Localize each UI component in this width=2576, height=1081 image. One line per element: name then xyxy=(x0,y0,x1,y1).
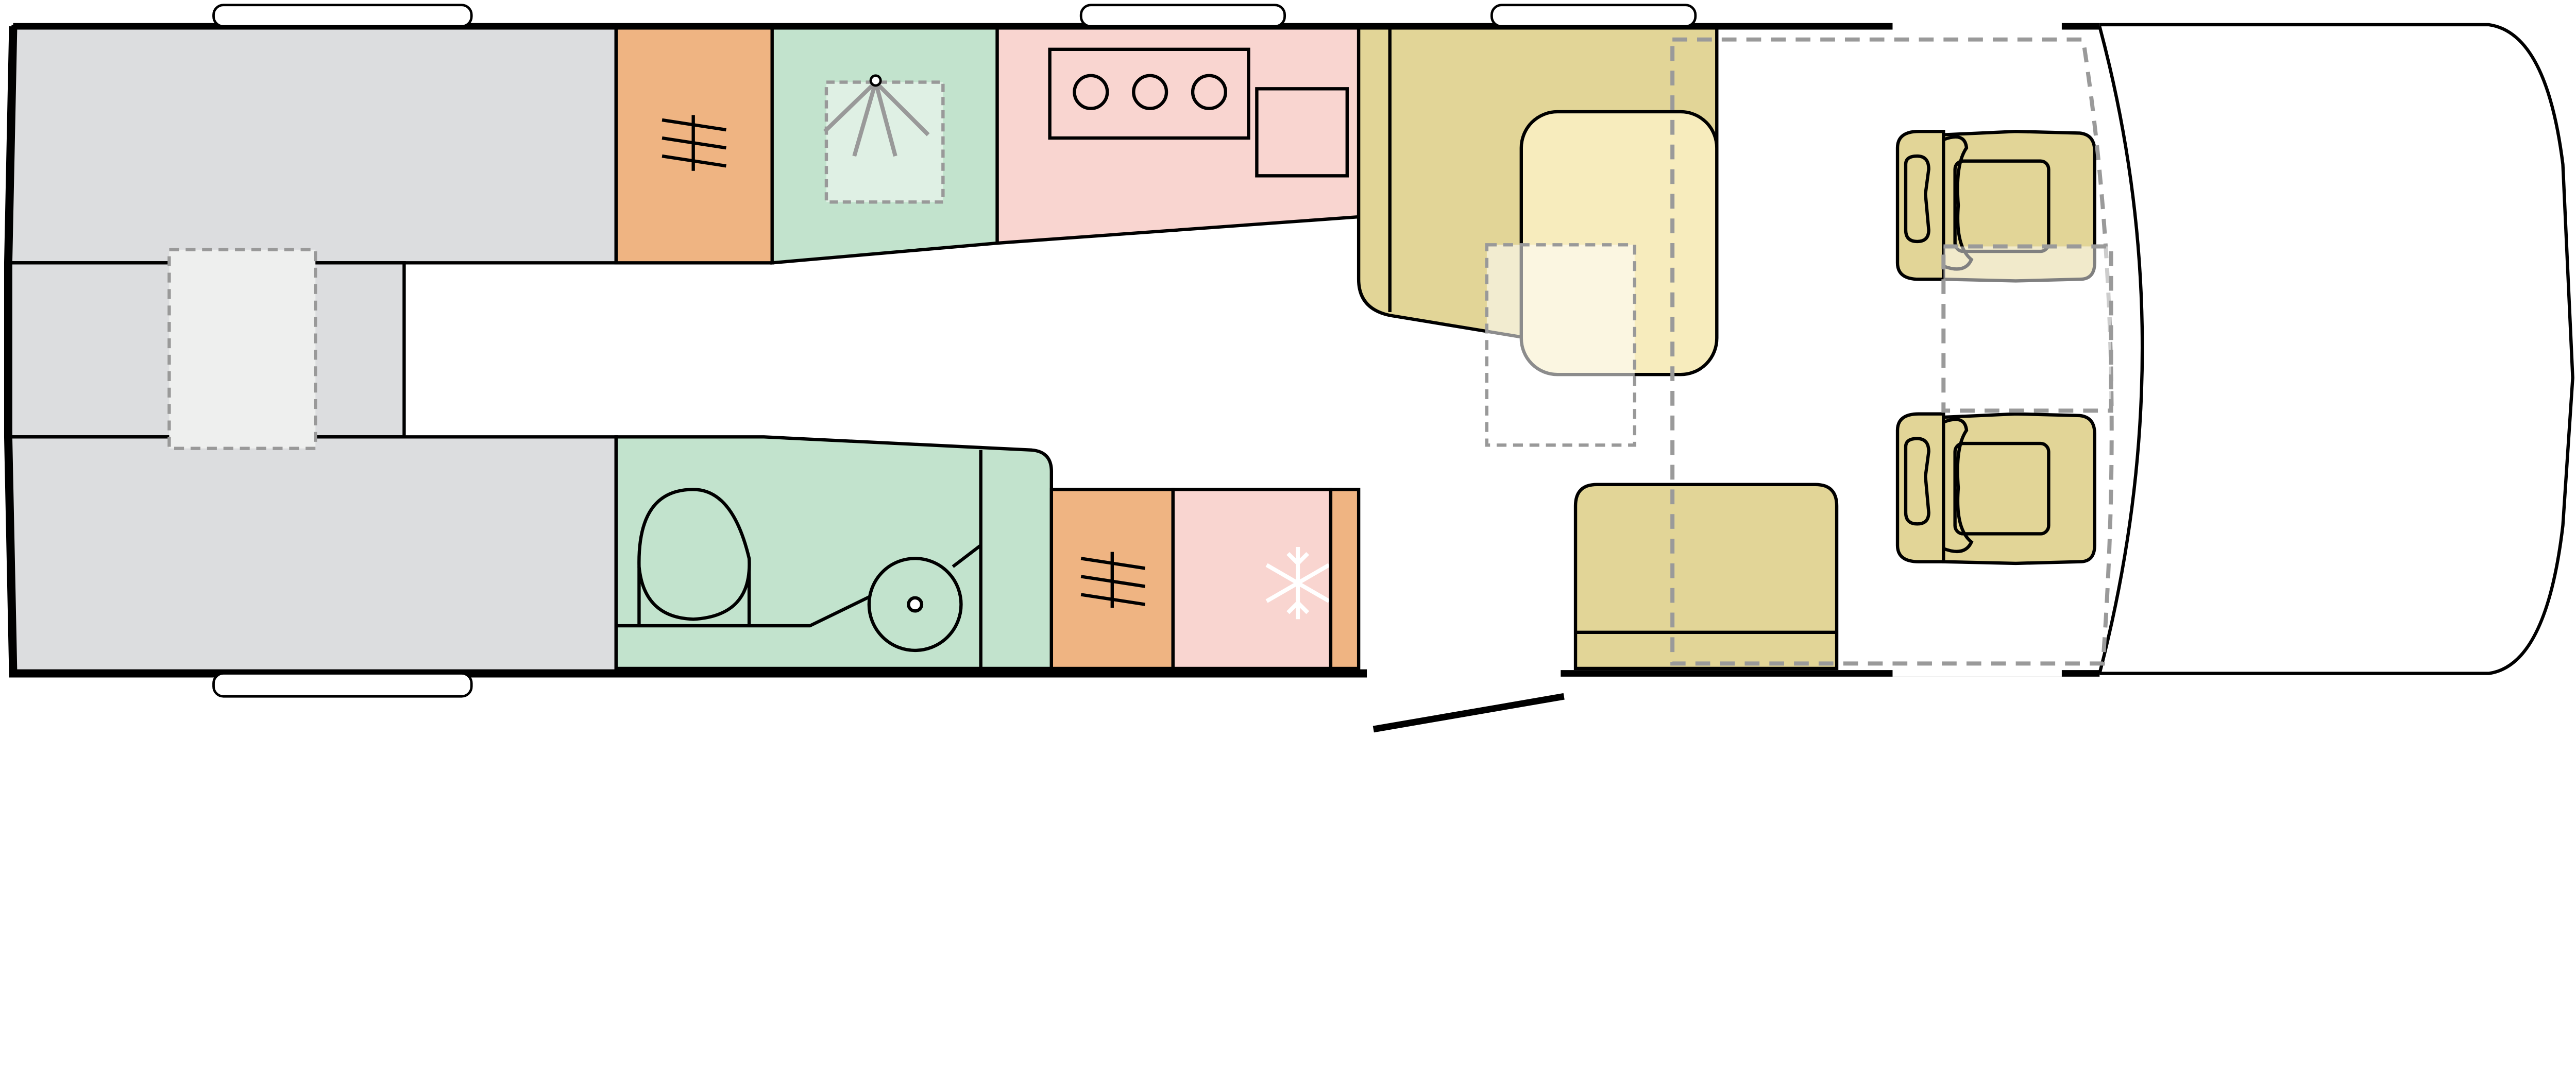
driver-seat xyxy=(1895,130,2096,283)
window xyxy=(1079,4,1286,28)
table-extension-dashed xyxy=(1485,243,1637,447)
window xyxy=(1490,4,1697,28)
shower xyxy=(770,24,999,265)
cab-window xyxy=(1892,21,2062,30)
wardrobe xyxy=(614,24,774,265)
windscreen xyxy=(2098,26,2144,674)
burner-icon xyxy=(1132,74,1168,110)
rear-bed xyxy=(6,24,618,675)
kitchen xyxy=(995,24,1361,245)
dinette xyxy=(1357,24,1719,447)
cab xyxy=(2098,23,2574,675)
floor-plan xyxy=(4,4,2574,733)
bathroom xyxy=(614,435,1054,671)
cab-window xyxy=(1892,668,2062,677)
sink xyxy=(1255,87,1349,178)
window xyxy=(212,4,473,28)
toilet-icon xyxy=(637,488,751,626)
cupboard-narrow xyxy=(1329,488,1361,671)
shower-tray xyxy=(824,80,945,204)
window xyxy=(212,672,473,698)
fridge-unit xyxy=(1049,488,1361,671)
burner-icon xyxy=(1073,74,1109,110)
rear-bed-top xyxy=(6,24,618,265)
hanger-icon xyxy=(1080,552,1146,608)
rear-bed-bottom xyxy=(6,435,618,675)
burner-icon xyxy=(1191,74,1228,110)
drop-down-bed xyxy=(1670,37,2114,666)
shower-head-icon xyxy=(823,74,930,157)
hanger-icon xyxy=(662,115,726,171)
hob xyxy=(1048,47,1250,140)
snowflake-icon xyxy=(1265,547,1330,620)
bed-extension-dashed xyxy=(167,248,317,450)
basin-icon xyxy=(867,557,963,653)
side-bench xyxy=(1573,483,1839,671)
passenger-seat xyxy=(1895,412,2096,565)
windows xyxy=(212,4,2062,698)
entrance-door xyxy=(1372,693,1565,733)
